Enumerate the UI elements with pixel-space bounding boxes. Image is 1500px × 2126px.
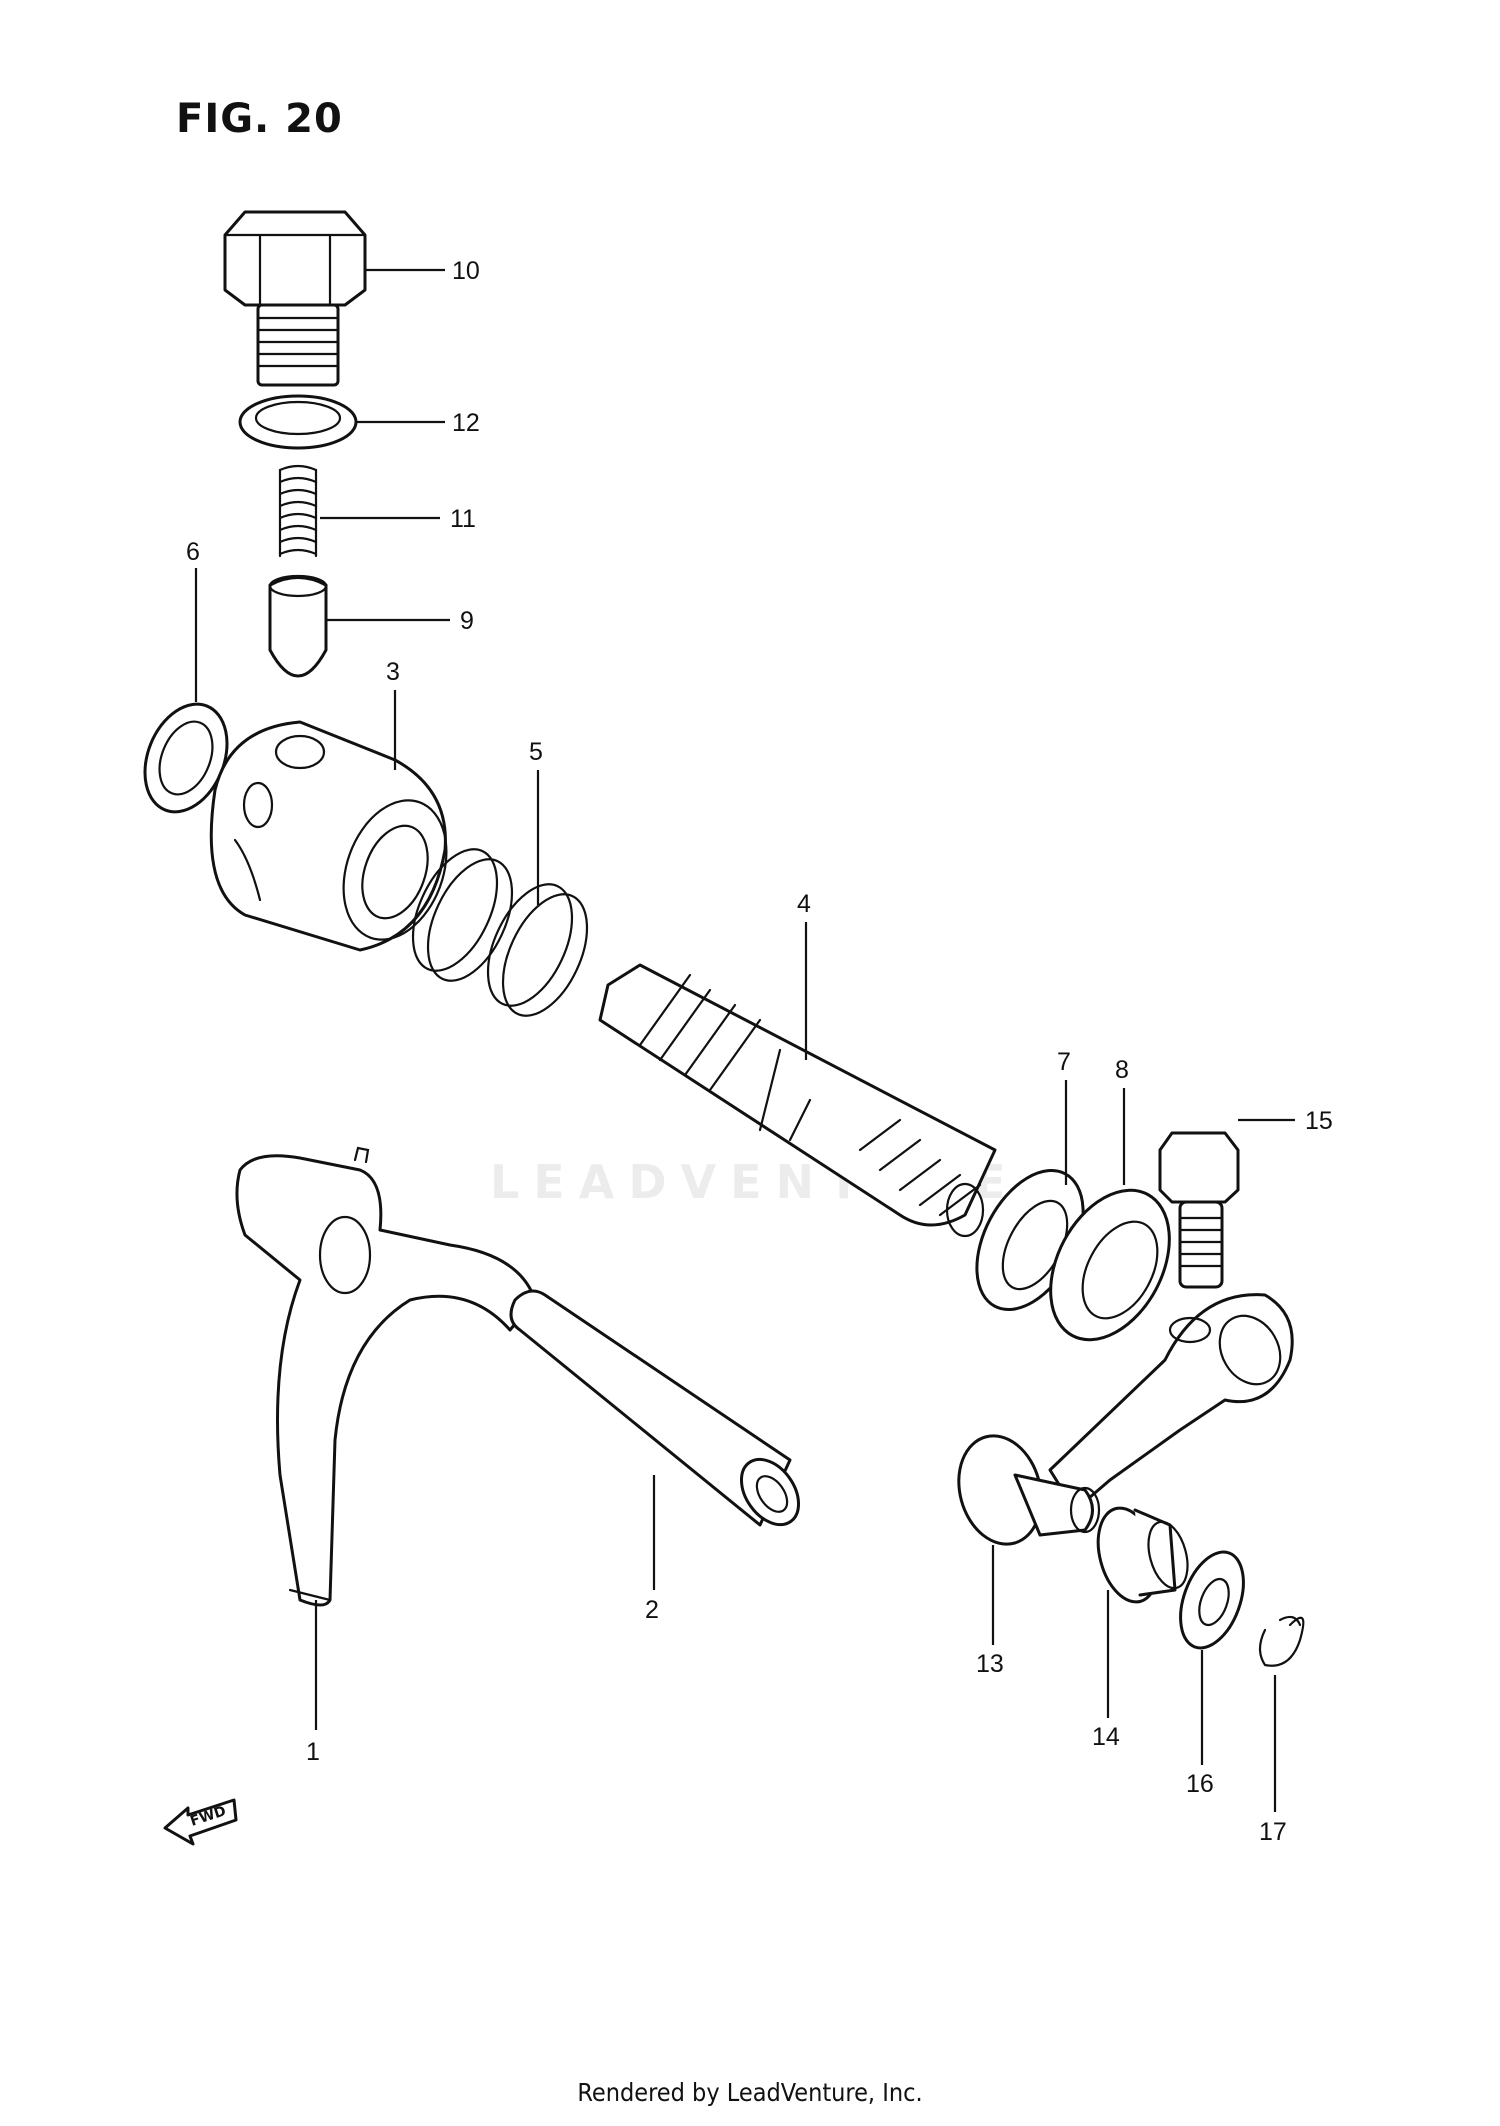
part-2-fork-shaft (509, 1289, 801, 1527)
part-4-shift-shaft (598, 963, 997, 1238)
callout-9: 9 (460, 607, 474, 635)
callout-12: 12 (452, 409, 480, 437)
callout-17: 17 (1259, 1818, 1287, 1846)
part-17-e-clip (1258, 1615, 1305, 1667)
callout-8: 8 (1115, 1056, 1129, 1084)
callout-1: 1 (306, 1738, 320, 1766)
part-9-pin (268, 574, 328, 678)
callout-6: 6 (186, 538, 200, 566)
part-12-washer (238, 394, 358, 450)
part-3-stopper (209, 720, 448, 952)
callout-13: 13 (976, 1650, 1004, 1678)
callout-4: 4 (797, 890, 811, 918)
callout-11: 11 (450, 505, 476, 533)
callout-15: 15 (1305, 1107, 1333, 1135)
callout-7: 7 (1057, 1048, 1071, 1076)
callout-16: 16 (1186, 1770, 1214, 1798)
part-15-bolt (1158, 1131, 1240, 1289)
callout-5: 5 (529, 738, 543, 766)
callout-10: 10 (452, 257, 480, 285)
part-10-drain-bolt (223, 210, 367, 387)
part-8-oil-seal (1049, 1188, 1171, 1342)
callout-2: 2 (645, 1596, 659, 1624)
part-11-spring (278, 464, 318, 558)
fwd-arrow-icon: FWD (163, 1798, 238, 1846)
part-1-shift-fork (235, 1146, 537, 1607)
footer-credit: Rendered by LeadVenture, Inc. (577, 2078, 923, 2107)
part-16-washer (1179, 1550, 1245, 1650)
part-5-springs (411, 848, 589, 1017)
part-13-shift-arm (957, 1293, 1294, 1546)
callout-3: 3 (386, 658, 400, 686)
part-14-bushing (1096, 1506, 1189, 1604)
figure-title: FIG. 20 (176, 96, 343, 142)
leader-lines (194, 268, 1295, 1812)
callout-14: 14 (1092, 1723, 1120, 1751)
